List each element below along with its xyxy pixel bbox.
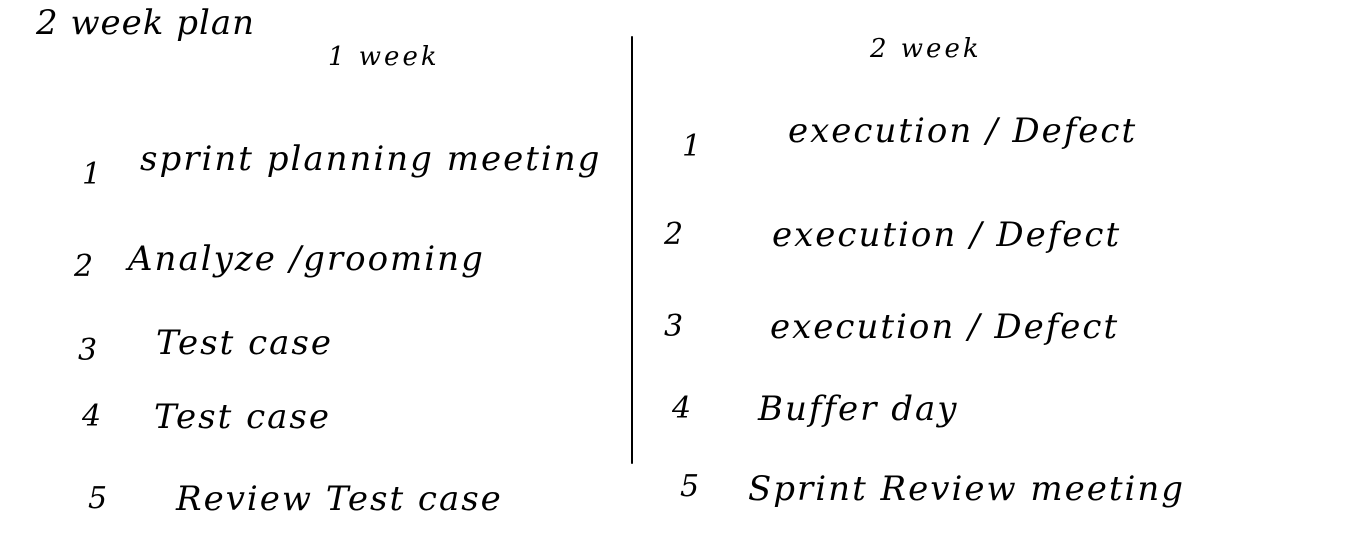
week1-item-text: Test case: [156, 323, 333, 363]
week1-item-number: 5: [88, 481, 108, 516]
week2-item-text: Sprint Review meeting: [748, 469, 1186, 509]
week2-heading: 2 week: [870, 34, 982, 64]
week1-item-number: 1: [82, 157, 102, 192]
week1-item-text: sprint planning meeting: [140, 139, 602, 179]
week2-item-text: execution / Defect: [770, 307, 1120, 347]
week1-item-number: 4: [82, 399, 102, 434]
week2-item-text: execution / Defect: [772, 215, 1122, 255]
week2-item-number: 2: [664, 217, 684, 252]
week1-item-text: Review Test case: [176, 479, 503, 519]
week2-item-number: 5: [680, 469, 700, 504]
week1-item-number: 2: [74, 249, 94, 284]
week1-item-text: Test case: [154, 397, 331, 437]
week2-item-number: 1: [682, 129, 702, 164]
week1-heading: 1 week: [328, 42, 440, 72]
week1-item-text: Analyze /grooming: [128, 239, 485, 279]
week2-item-number: 4: [672, 391, 692, 426]
page-title: 2 week plan: [36, 3, 256, 43]
week2-item-text: Buffer day: [758, 389, 959, 429]
column-divider: [631, 36, 633, 464]
week2-item-number: 3: [664, 309, 684, 344]
week1-item-number: 3: [78, 333, 98, 368]
week2-item-text: execution / Defect: [788, 111, 1138, 151]
